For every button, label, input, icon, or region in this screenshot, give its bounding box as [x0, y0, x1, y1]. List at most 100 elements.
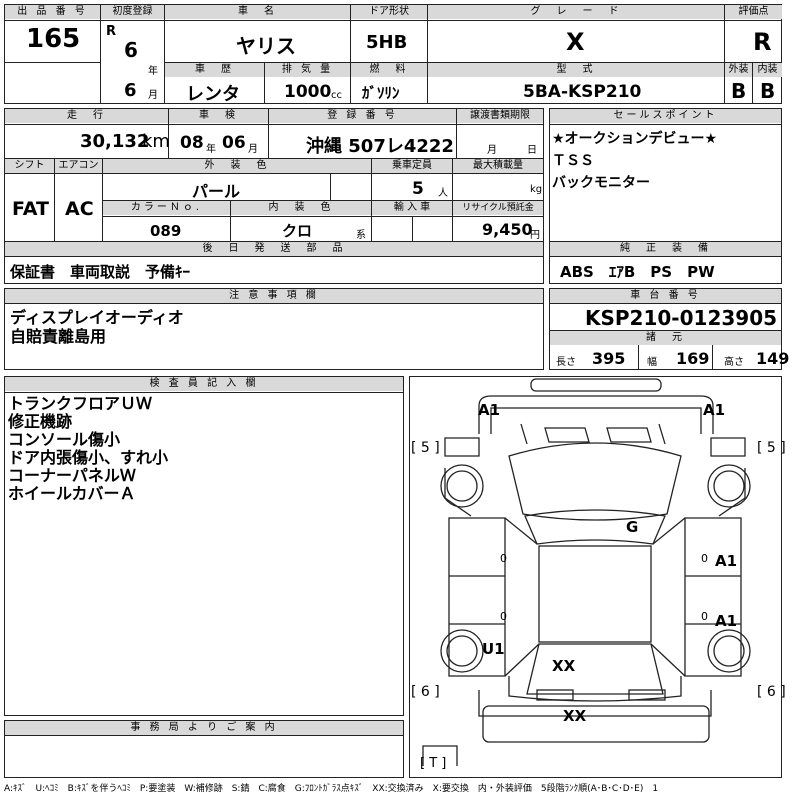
mark-front-left: A1 [478, 401, 501, 419]
recycle-unit: 円 [530, 230, 540, 241]
model-label: 型 式 [428, 63, 724, 77]
sales-point-item: ★オークションデビュー★ [552, 131, 718, 147]
door-zero-right-front: 0 [701, 552, 708, 565]
width-label: 幅 [647, 357, 657, 368]
inspection-month: 06 [222, 133, 246, 153]
width-value: 169 [676, 349, 710, 368]
recycle-label: リサイクル預託金 [453, 201, 543, 215]
inspector-line: ドア内張傷小、すれ小 [8, 448, 169, 467]
color-no-label: カラーＮｏ. [103, 201, 230, 215]
inspection-month-unit: 月 [248, 144, 258, 155]
genuine-label: 純 正 装 備 [550, 242, 781, 256]
inspector-line: コーナーパネルＷ [8, 466, 136, 485]
inspection-year: 08 [180, 133, 204, 153]
fuel-label: 燃 料 [351, 63, 427, 77]
chassis-label: 車 台 番 号 [550, 289, 781, 303]
shift-label: シフト [5, 159, 54, 173]
legend: A:ｷｽﾞ U:ﾍｺﾐ B:ｷｽﾞを伴うﾍｺﾐ P:要塗装 W:補修跡 S:錆 … [4, 784, 659, 794]
inspector-section [4, 376, 404, 716]
lot-label: 出 品 番 号 [5, 5, 100, 19]
mileage-unit: km [142, 131, 170, 152]
caution-line: ディスプレイオーディオ [10, 308, 184, 327]
height-value: 149 [756, 349, 790, 368]
ext-color-value: パール [192, 182, 241, 201]
displacement-label: 排 気 量 [265, 63, 350, 77]
tire-front-right: [ 5 ] [757, 440, 786, 456]
recycle-value: 9,450 [482, 220, 533, 239]
inspection-label: 車 検 [169, 109, 268, 123]
mark-front-right: A1 [703, 401, 726, 419]
tire-rear-right: [ 6 ] [757, 684, 786, 700]
history-value: レンタ [186, 84, 240, 105]
registration-month: 6 [124, 80, 137, 101]
shift-value: FAT [12, 198, 49, 220]
later-parts-label: 後 日 発 送 部 品 [5, 242, 543, 256]
grade-value: X [566, 28, 585, 56]
sales-point-item: バックモニター [552, 175, 650, 191]
mark-right-front-door: A1 [715, 552, 738, 570]
color-no-value: 089 [150, 222, 182, 240]
transfer-day-unit: 日 [527, 145, 537, 156]
mark-roof: G [626, 518, 639, 536]
capacity-unit: 人 [438, 188, 448, 199]
mark-left-rear: U1 [482, 640, 505, 658]
aircon-value: AC [65, 198, 94, 220]
car-name-value: ヤリス [236, 34, 296, 58]
aircon-label: エアコン [55, 159, 102, 173]
door-label: ドア形状 [351, 5, 427, 19]
capacity-label: 乗車定員 [372, 159, 452, 173]
transfer-month-unit: 月 [487, 145, 497, 156]
registration-era: R [106, 24, 117, 39]
registration-month-unit: 月 [148, 90, 158, 101]
history-label: 車 歴 [165, 63, 264, 77]
exterior-label: 外装 [725, 63, 752, 77]
sales-points-label: セールスポイント [550, 109, 781, 123]
inspector-label: 検 査 員 記 入 欄 [5, 377, 403, 391]
caution-line: 自賠責離島用 [10, 327, 107, 346]
inspector-line: コンソール傷小 [8, 430, 121, 449]
grade-label: グ レ ー ド [428, 5, 724, 19]
mark-rear-glass: XX [552, 657, 576, 675]
spare-tire: [ T ] [420, 756, 447, 771]
door-zero-left-rear: 0 [500, 610, 507, 623]
capacity-value: 5 [412, 179, 424, 199]
length-label: 長さ [556, 357, 576, 368]
mileage-value: 30,132 [80, 131, 150, 152]
door-zero-left-front: 0 [500, 552, 507, 565]
inspection-year-unit: 年 [206, 144, 216, 155]
genuine-value: ABS ｴｱB PS PW [560, 263, 715, 281]
int-color-value: クロ [282, 222, 313, 240]
car-name-label: 車 名 [165, 5, 350, 19]
tire-rear-left: [ 6 ] [411, 684, 440, 700]
car-outline [422, 378, 751, 766]
int-color-label: 内 装 色 [231, 201, 371, 215]
registration-year-unit: 年 [148, 66, 158, 77]
exterior-score: B [731, 79, 747, 103]
interior-score: B [760, 79, 776, 103]
office-label: 事 務 局 よ り ご 案 内 [5, 721, 403, 735]
registration-year: 6 [124, 38, 138, 62]
score-value: R [753, 28, 772, 56]
interior-label: 内装 [753, 63, 782, 77]
sales-point-item: ＴＳＳ [552, 153, 594, 169]
inspector-line: ホイールカバーＡ [8, 484, 136, 503]
model-value: 5BA-KSP210 [523, 82, 642, 102]
mark-rear-bumper: XX [563, 707, 587, 725]
transfer-label: 譲渡書類期限 [457, 109, 543, 123]
lot-number: 165 [26, 24, 81, 54]
later-parts-value: 保証書 車両取説 予備ｷｰ [10, 263, 191, 281]
dims-label: 諸 元 [550, 331, 781, 345]
plate-label: 登 録 番 号 [269, 109, 456, 123]
fuel-value: ｶﾞｿﾘﾝ [362, 84, 400, 102]
height-label: 高さ [724, 357, 744, 368]
displacement-value: 1000 [284, 82, 332, 102]
max-load-label: 最大積載量 [453, 159, 543, 173]
int-color-unit: 系 [356, 230, 366, 241]
door-zero-right-rear: 0 [701, 610, 708, 623]
chassis-value: KSP210-0123905 [585, 306, 778, 330]
length-value: 395 [592, 349, 626, 368]
plate-value: 沖縄 507レ4222 [306, 136, 454, 157]
tire-front-left: [ 5 ] [411, 440, 440, 456]
import-label: 輸 入 車 [372, 201, 452, 215]
registration-label: 初度登録 [101, 5, 164, 19]
